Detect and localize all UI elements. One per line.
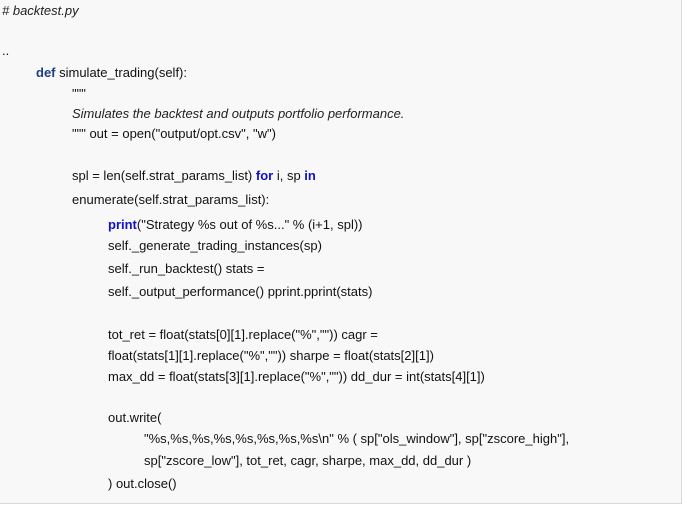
file-comment: # backtest.py — [2, 3, 79, 18]
spl-line: spl = len(self.strat_params_list) for i,… — [72, 168, 316, 184]
max-dd-line: max_dd = float(stats[3][1].replace("%","… — [108, 369, 485, 384]
enumerate-line: enumerate(self.strat_params_list): — [72, 192, 270, 207]
output-performance-line: self._output_performance() pprint.pprint… — [108, 284, 373, 299]
out-write-line: out.write( — [108, 410, 162, 425]
cagr-line: float(stats[1][1].replace("%","")) sharp… — [108, 348, 434, 363]
for-keyword: for — [255, 168, 274, 183]
tot-ret-line: tot_ret = float(stats[0][1].replace("%",… — [108, 327, 378, 342]
spl-line-mid: i, sp — [273, 168, 305, 183]
in-keyword: in — [304, 168, 316, 183]
ellipsis: .. — [2, 43, 10, 58]
run-backtest-line: self._run_backtest() stats = — [108, 261, 265, 276]
def-line: def simulate_trading(self): — [36, 65, 187, 81]
format-args-line: sp["zscore_low"], tot_ret, cagr, sharpe,… — [144, 453, 472, 468]
generate-line: self._generate_trading_instances(sp) — [108, 238, 322, 253]
print-keyword: print — [108, 217, 137, 232]
docstring-text: Simulates the backtest and outputs portf… — [72, 106, 405, 121]
print-args: ("Strategy %s out of %s..." % (i+1, spl)… — [136, 217, 363, 232]
spl-line-pre: spl = len(self.strat_params_list) — [72, 168, 256, 183]
print-line: print("Strategy %s out of %s..." % (i+1,… — [108, 217, 363, 233]
docstring-open: """ — [72, 86, 86, 101]
format-string-line: "%s,%s,%s,%s,%s,%s,%s,%s\n" % ( sp["ols_… — [144, 431, 570, 446]
docstring-close-line: """ out = open("output/opt.csv", "w") — [72, 126, 276, 141]
def-keyword: def — [36, 65, 56, 80]
def-signature: simulate_trading(self): — [55, 65, 187, 80]
close-line: ) out.close() — [108, 476, 177, 491]
